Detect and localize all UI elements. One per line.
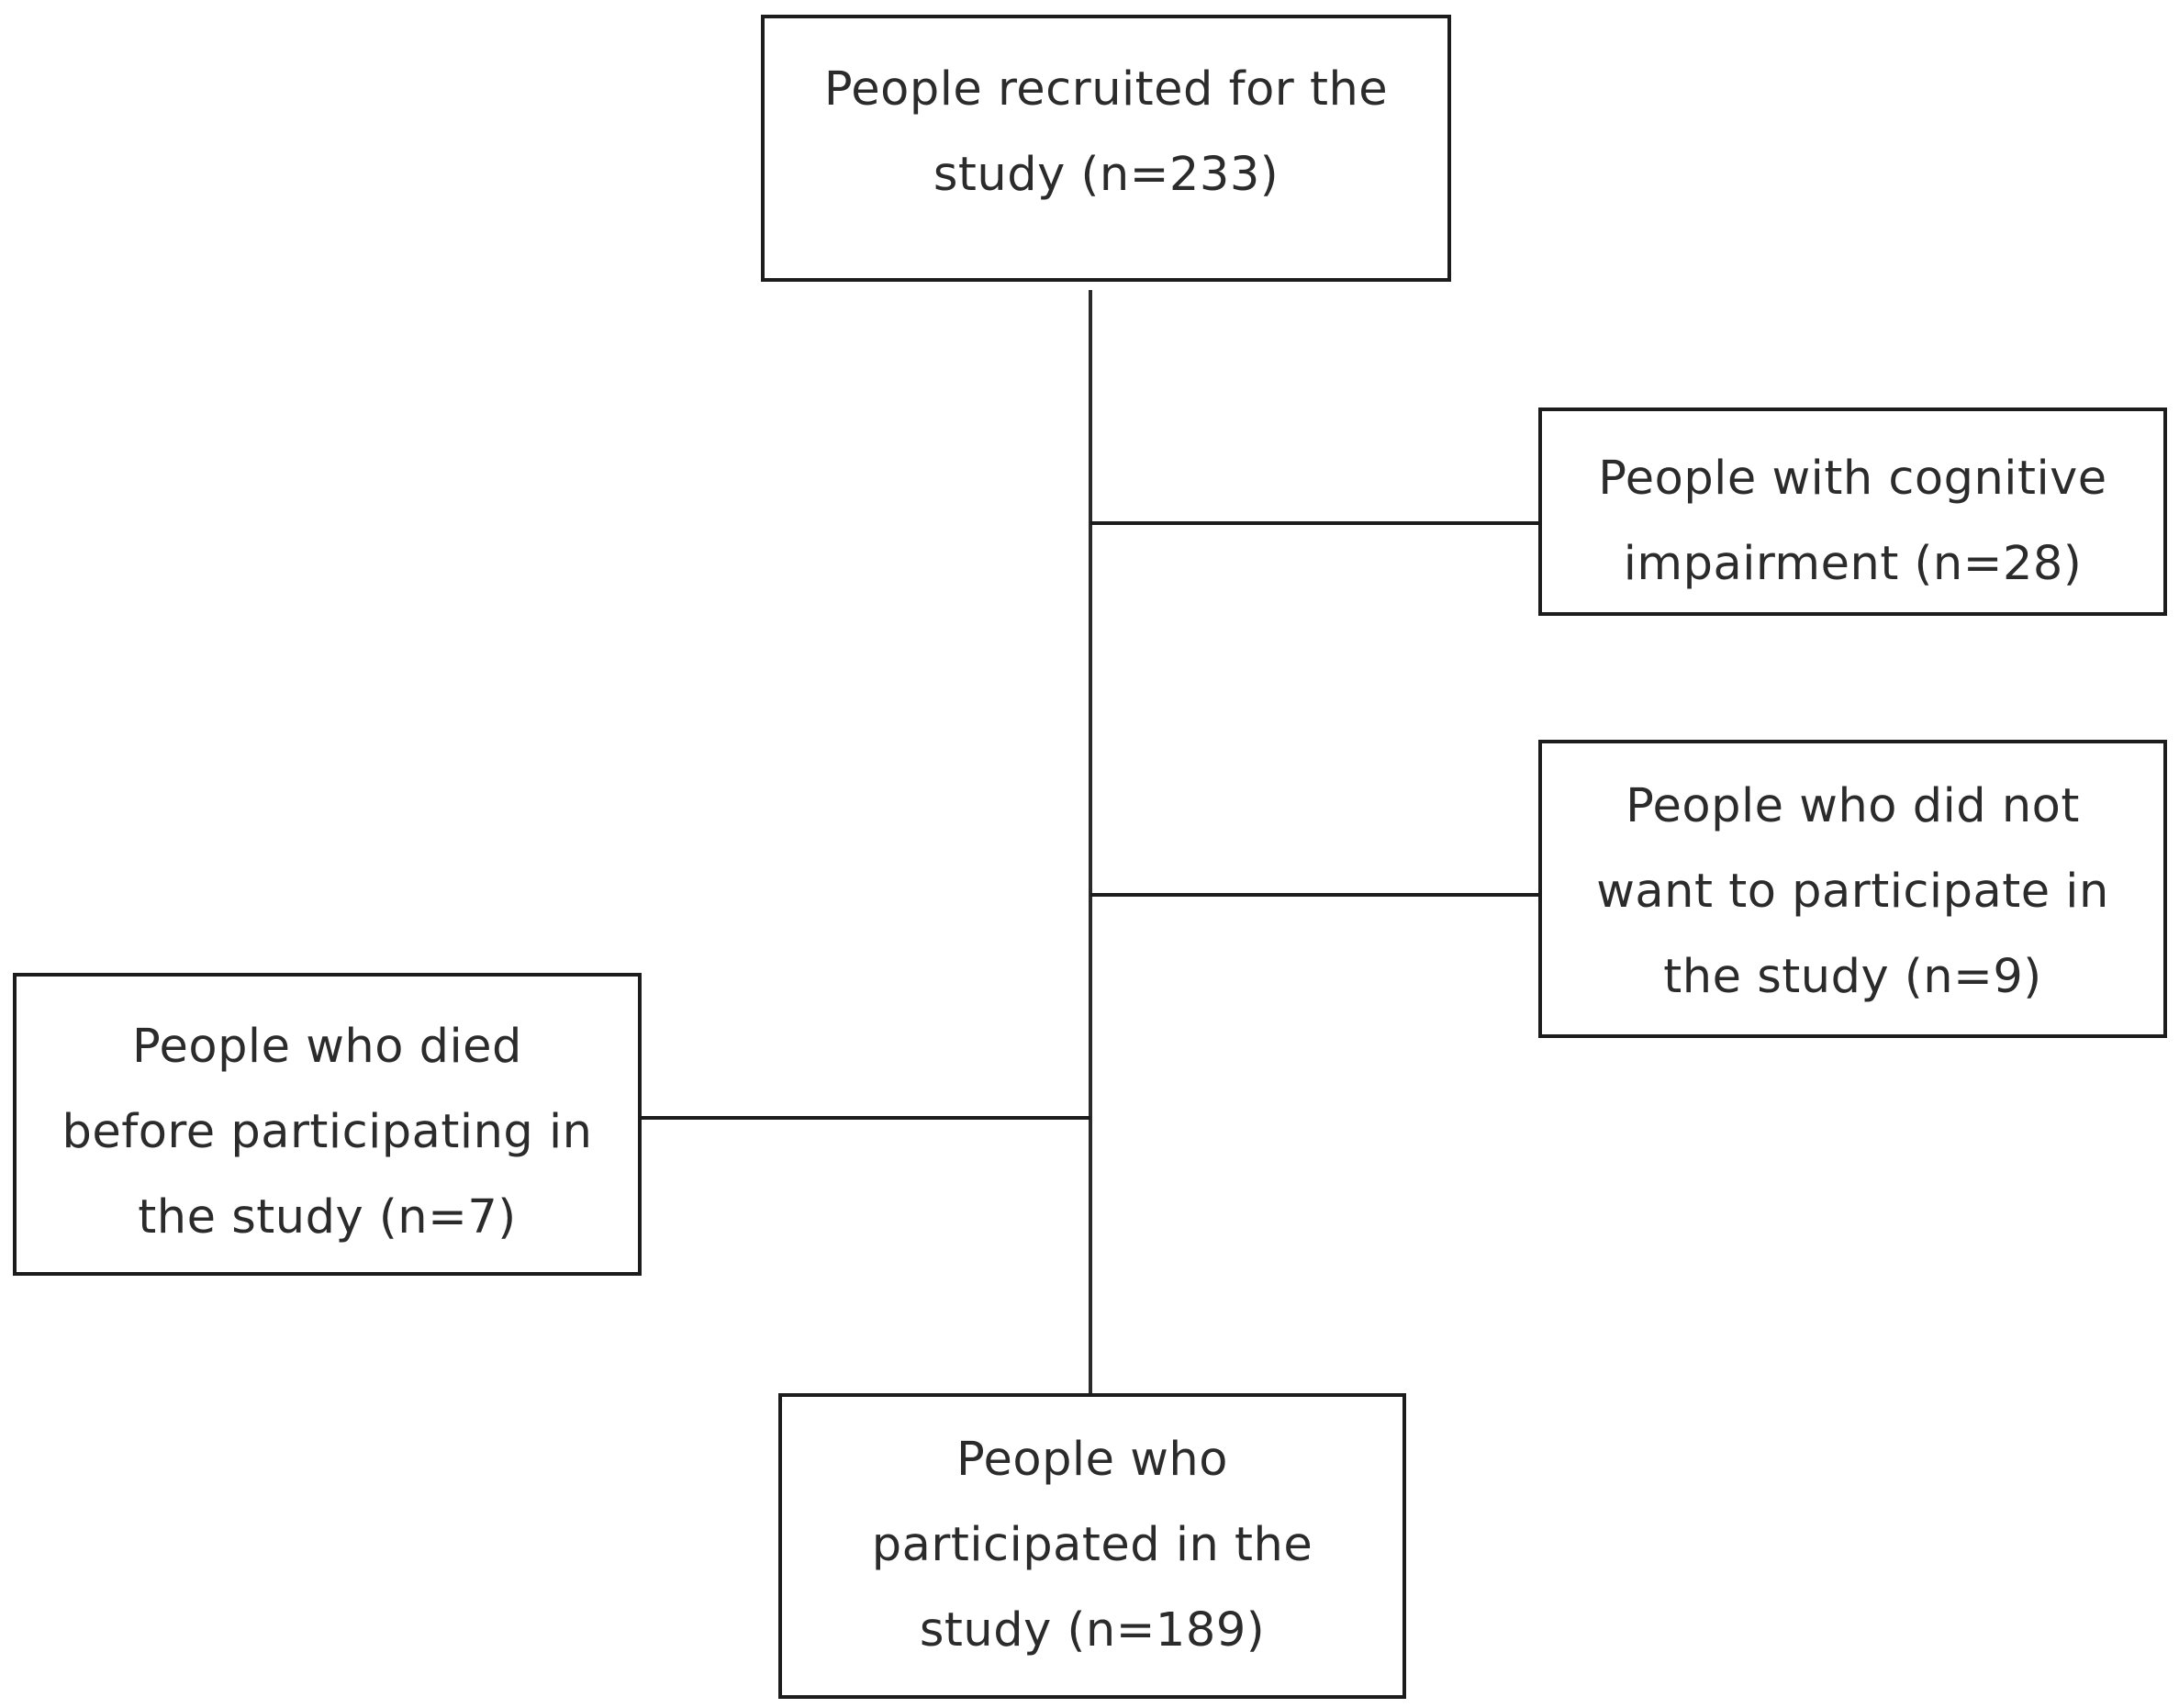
recruited-label: People recruited for the study (n=233) (823, 62, 1389, 202)
cognitive-impairment-label: People with cognitive impairment (n=28) (1598, 452, 2107, 591)
did-not-want-box: People who did not want to participate i… (1538, 740, 2167, 1038)
participated-box: People who participated in the study (n=… (778, 1393, 1406, 1699)
died-label: People who died before participating in … (61, 1020, 593, 1245)
did-not-want-label: People who did not want to participate i… (1596, 779, 2109, 1004)
died-box: People who died before participating in … (13, 973, 642, 1276)
recruited-box: People recruited for the study (n=233) (761, 15, 1451, 282)
participated-label: People who participated in the study (n=… (871, 1433, 1313, 1658)
cognitive-impairment-box: People with cognitive impairment (n=28) (1538, 407, 2167, 616)
